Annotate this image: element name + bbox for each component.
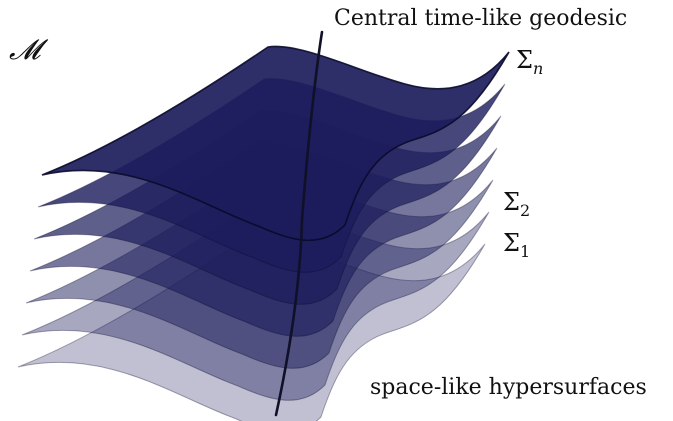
sigma-2-subscript: 2 <box>519 201 531 220</box>
sigma-1-label: Σ1 <box>503 231 530 260</box>
sigma-1-symbol: Σ <box>503 229 520 257</box>
hypersurfaces-label: space-like hypersurfaces <box>370 375 647 400</box>
sigma-2-label: Σ2 <box>503 190 530 219</box>
sigma-2-symbol: Σ <box>503 188 520 216</box>
hypersurface-stack <box>17 45 510 421</box>
sigma-1-subscript: 1 <box>519 242 531 261</box>
sigma-n-label: Σn <box>516 48 543 77</box>
manifold-label: 𝓜 <box>9 33 41 66</box>
hypersurface-layer-7 <box>41 45 510 242</box>
sigma-n-subscript: n <box>532 59 544 78</box>
sigma-n-symbol: Σ <box>516 46 533 74</box>
central-timelike-geodesic-line <box>274 30 324 417</box>
geodesic-label: Central time-like geodesic <box>334 6 628 31</box>
